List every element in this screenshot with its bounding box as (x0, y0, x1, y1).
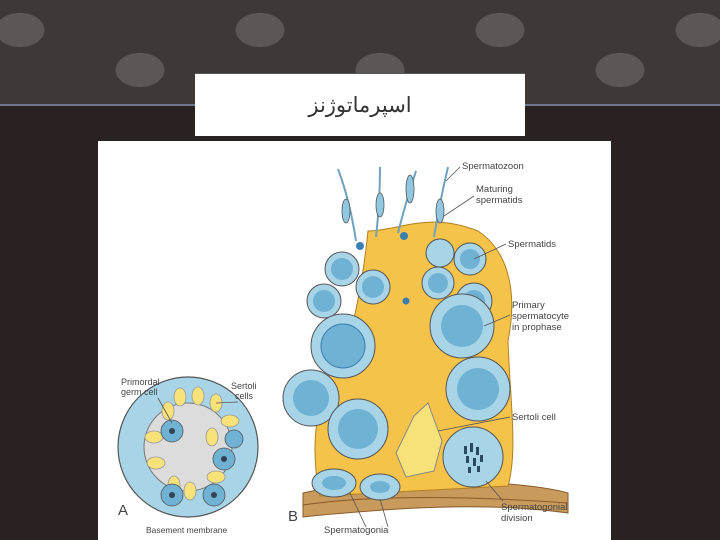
panel-b-letter: B (288, 508, 298, 525)
label-primary-line2: spermatocyte (512, 311, 569, 322)
label-primordial-line2: germ cell (121, 387, 158, 397)
label-maturing-line2: spermatids (476, 195, 523, 206)
label-sertoli-cells-line1: Sertoli (231, 381, 257, 391)
label-sertoli-cell: Sertoli cell (512, 412, 556, 423)
slide-title: اسپرماتوژنز (308, 93, 411, 117)
label-primary-line3: in prophase (512, 322, 562, 333)
label-spermatids: Spermatids (508, 239, 556, 250)
label-sertoli-cells-line2: cells (235, 391, 254, 401)
panel-a-letter: A (118, 502, 128, 519)
label-division-line2: division (501, 513, 533, 524)
label-primary-line1: Primary (512, 300, 545, 311)
spermatogenesis-figure: Primordal germ cell Sertoli cells Baseme… (98, 141, 611, 540)
label-basement-membrane: Basement membrane (146, 525, 228, 535)
figure-illustration: Primordal germ cell Sertoli cells Baseme… (98, 141, 611, 540)
slide-title-box: اسپرماتوژنز (195, 73, 525, 136)
label-spermatozoon: Spermatozoon (462, 161, 524, 172)
label-spermatogonia: Spermatogonia (324, 525, 389, 536)
panel-b-epithelium (283, 167, 568, 517)
label-primordial-line1: Primordal (121, 377, 160, 387)
label-division-line1: Spermatogonial (501, 502, 568, 513)
label-maturing-line1: Maturing (476, 184, 513, 195)
